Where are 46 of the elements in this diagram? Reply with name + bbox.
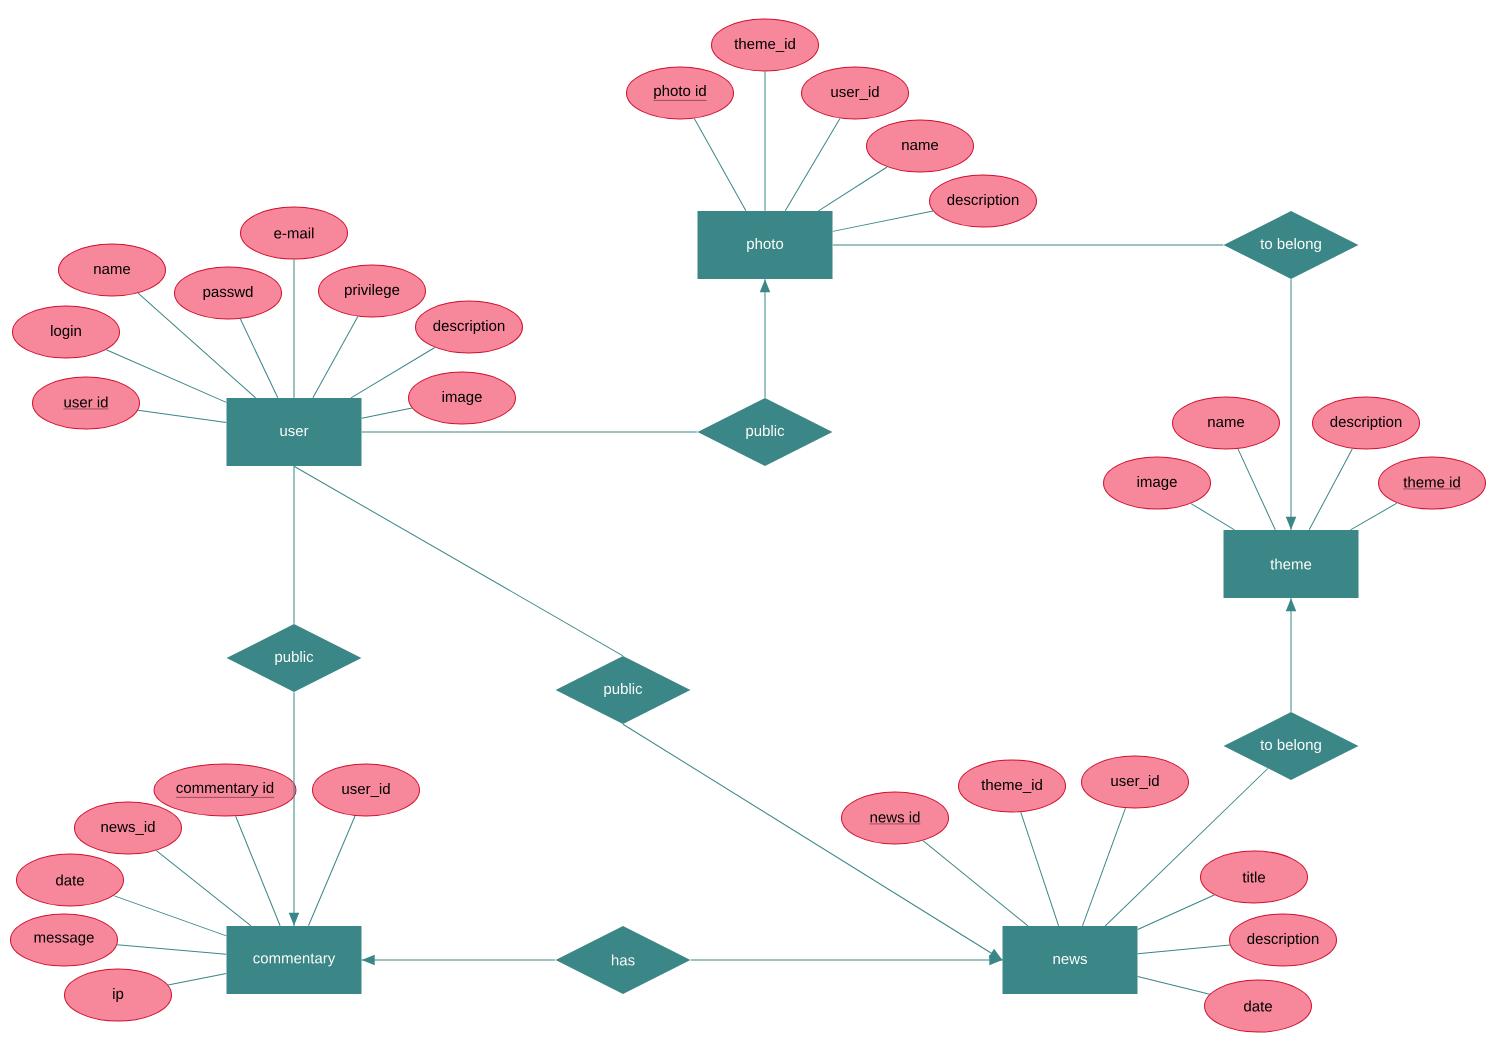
connector-line bbox=[1082, 807, 1126, 927]
connector-line bbox=[312, 316, 359, 399]
connector-line bbox=[832, 244, 1224, 246]
connector-line bbox=[1237, 448, 1276, 531]
connector-line bbox=[764, 71, 766, 212]
connector-arrow bbox=[1285, 278, 1297, 531]
connector-line bbox=[1137, 894, 1215, 930]
connector-line bbox=[155, 850, 252, 927]
connector-line bbox=[1350, 502, 1398, 531]
entity-box: theme bbox=[1223, 530, 1359, 598]
connector-line bbox=[1020, 811, 1060, 927]
connector-arrow bbox=[690, 954, 1003, 966]
connector-line bbox=[137, 292, 257, 399]
connector-line bbox=[113, 895, 227, 937]
entity-box: user bbox=[226, 398, 362, 466]
connector-line bbox=[832, 210, 934, 232]
connector-line bbox=[361, 431, 698, 433]
connector-line bbox=[361, 407, 413, 419]
connector-line bbox=[922, 840, 1029, 927]
entity-box: commentary bbox=[226, 926, 362, 994]
connector-line bbox=[1137, 944, 1231, 955]
connector-line bbox=[1190, 503, 1235, 531]
connector-line bbox=[293, 259, 295, 399]
connector-line bbox=[784, 117, 841, 212]
entity-box: photo bbox=[697, 211, 833, 279]
connector-arrow bbox=[288, 691, 300, 927]
entity-box: news bbox=[1002, 926, 1138, 994]
connector-line bbox=[693, 118, 747, 212]
connector-line bbox=[350, 347, 436, 399]
connector-line bbox=[167, 972, 227, 986]
connector-line bbox=[105, 349, 227, 403]
connector-line bbox=[293, 465, 624, 657]
connector-line bbox=[1308, 448, 1353, 531]
connector-line bbox=[137, 409, 227, 424]
connector-arrow bbox=[1285, 597, 1297, 713]
connector-line bbox=[817, 166, 888, 212]
connector-arrow bbox=[622, 723, 1003, 961]
connector-line bbox=[116, 944, 227, 955]
connector-line bbox=[235, 815, 281, 927]
connector-line bbox=[1104, 768, 1269, 927]
connector-line bbox=[239, 318, 279, 399]
connector-arrow bbox=[361, 954, 556, 966]
connector-line bbox=[307, 815, 356, 927]
connector-line bbox=[293, 465, 295, 625]
connector-arrow bbox=[759, 278, 771, 399]
connector-line bbox=[1137, 976, 1211, 995]
